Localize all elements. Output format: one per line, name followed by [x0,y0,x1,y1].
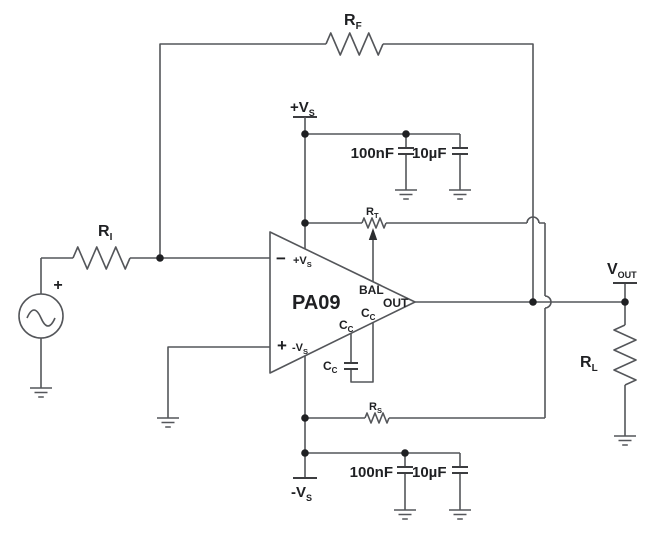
resistor-rf: RF [325,12,384,56]
junction-dot [301,449,309,457]
cc-pin-label-lower: CC [339,318,354,334]
junction-dot [401,449,409,457]
ri-label: RI [98,223,113,243]
cap-100nf-top-label: 100nF [351,145,394,162]
cc-cap-label: CC [323,359,338,375]
capacitor-100nf-bottom: 100nF [350,453,417,520]
junction-dot [402,130,410,138]
capacitor-symbol [452,146,468,156]
resistor-rt-symbol [361,217,387,229]
ground-symbol [613,435,637,446]
feedback-path [159,43,534,302]
sine-icon [26,309,56,327]
pin-label-bal: BAL [359,283,384,297]
pin-label-vplus: +VS [293,255,312,269]
junction-dot [529,298,537,306]
cap-10uf-top-label: 10µF [412,145,447,162]
output-network: VOUT RL [415,261,637,446]
cc-loop-wire [350,322,374,383]
capacitor-symbol [398,146,414,156]
ground-symbol [448,189,472,200]
ac-source-symbol [18,293,64,339]
cc-pin-label-upper: CC [361,306,376,322]
junction-dot [621,298,629,306]
vout-label: VOUT [607,261,637,280]
resistor-rl: RL [580,302,637,446]
ground-symbol [448,509,472,520]
resistor-rs-symbol [364,412,390,424]
cap-10uf-bottom-label: 10µF [412,464,447,481]
junction-dot [301,219,309,227]
pin-label-out: OUT [383,296,409,310]
junction-dot [156,254,164,262]
compensation-network: CC CC CC [323,306,376,383]
vplus-label: +VS [290,99,315,118]
ac-source: + [18,258,64,398]
rf-label: RF [344,12,362,32]
resistor-rf-symbol [325,32,384,56]
cap-100nf-bottom-label: 100nF [350,464,393,481]
bal-wiper-arrow-icon [368,228,378,240]
wire-hop [526,216,540,224]
pin-label-vminus: -VS [292,342,308,356]
capacitor-symbol [452,465,468,475]
resistor-rs: RS [305,401,545,424]
opamp-part-number: PA09 [292,292,341,314]
noninverting-input-sign: + [277,336,287,355]
ground-symbol [156,417,180,428]
ground-symbol [394,189,418,200]
capacitor-10uf-top: 10µF [412,134,472,200]
rs-label: RS [369,401,382,415]
capacitor-cc-symbol [344,361,358,371]
junctions [156,130,629,457]
rl-label: RL [580,354,598,374]
capacitor-symbol [397,465,413,475]
inverting-input-sign: − [276,249,286,268]
resistor-ri-symbol [72,246,131,270]
ground-symbol [29,387,53,398]
junction-dot [301,414,309,422]
resistor-rl-symbol [613,324,637,386]
ground-symbol [393,509,417,520]
balance-network: RT [305,206,552,418]
opamp-body [269,231,416,374]
junction-dot [301,130,309,138]
opamp: − + +VS -VS PA09 BAL OUT [269,231,416,374]
wire-feedback [159,43,534,302]
wire-noninverting-input [156,346,270,428]
negative-supply: -VS RS 100nF 10µF [291,356,545,520]
vminus-label: -VS [291,484,312,503]
capacitor-100nf-top: 100nF [351,134,418,200]
positive-supply: +VS 100nF 10µF [290,99,472,249]
capacitor-10uf-bottom: 10µF [412,453,472,520]
rt-label: RT [366,206,379,220]
noninv-path [167,346,270,418]
resistor-ri: RI [72,223,131,270]
source-polarity-label: + [53,277,62,294]
